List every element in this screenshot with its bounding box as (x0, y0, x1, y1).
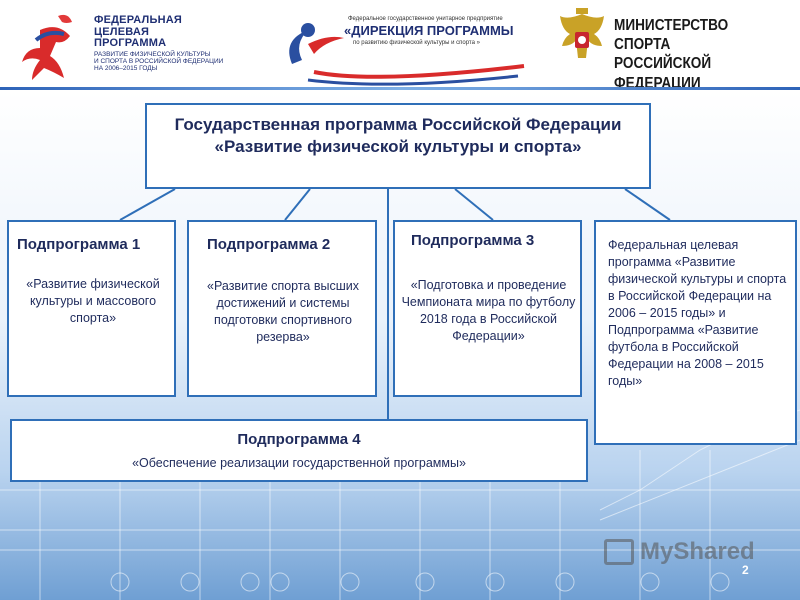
subprogram-1-description: «Развитие физической культуры и массовог… (26, 277, 160, 325)
subprogram-1-heading: Подпрограмма 1 (17, 236, 141, 253)
watermark-icon (604, 539, 634, 565)
fcp-logo-subtitle: РАЗВИТИЕ ФИЗИЧЕСКОЙ КУЛЬТУРЫ И СПОРТА В … (94, 51, 224, 73)
subprogram-2-description: «Развитие спорта высших достижений и сис… (207, 279, 359, 344)
subprogram-3-box: Подпрограмма 3 «Подготовка и проведение … (393, 220, 582, 397)
slide-number: 2 (742, 563, 749, 577)
subprogram-3-heading: Подпрограмма 3 (411, 232, 535, 249)
fcp-logo-title: ФЕДЕРАЛЬНАЯ ЦЕЛЕВАЯ ПРОГРАММА (94, 14, 182, 50)
subprogram-2-box: Подпрограмма 2 «Развитие спорта высших д… (187, 220, 377, 397)
subprogram-4-box: Подпрограмма 4 «Обеспечение реализации г… (10, 419, 588, 482)
subprogram-3-description: «Подготовка и проведение Чемпионата мира… (401, 278, 576, 343)
federal-target-program-box: Федеральная целевая программа «Развитие … (594, 220, 797, 445)
subprogram-4-description: «Обеспечение реализации государственной … (132, 456, 466, 470)
directorate-logo-icon (289, 23, 525, 86)
subprogram-4-heading: Подпрограмма 4 (237, 431, 361, 448)
coat-of-arms-icon (560, 8, 604, 58)
watermark: MyShared (640, 538, 755, 565)
main-program-box: Государственная программа Российской Фед… (145, 103, 651, 189)
header-divider (0, 87, 800, 90)
federal-target-program-description: Федеральная целевая программа «Развитие … (608, 238, 787, 388)
runner-logo-icon (22, 14, 72, 80)
subprogram-1-box: Подпрограмма 1 «Развитие физической куль… (7, 220, 176, 397)
header: ФЕДЕРАЛЬНАЯ ЦЕЛЕВАЯ ПРОГРАММА РАЗВИТИЕ Ф… (0, 0, 800, 92)
subprogram-2-heading: Подпрограмма 2 (207, 236, 331, 253)
directorate-caption-bottom: по развитию физической культуры и спорта… (353, 40, 480, 46)
directorate-title: «ДИРЕКЦИЯ ПРОГРАММЫ (344, 23, 514, 38)
directorate-caption-top: Федеральное государственное унитарное пр… (348, 16, 503, 22)
main-program-title: Государственная программа Российской Фед… (174, 115, 622, 156)
